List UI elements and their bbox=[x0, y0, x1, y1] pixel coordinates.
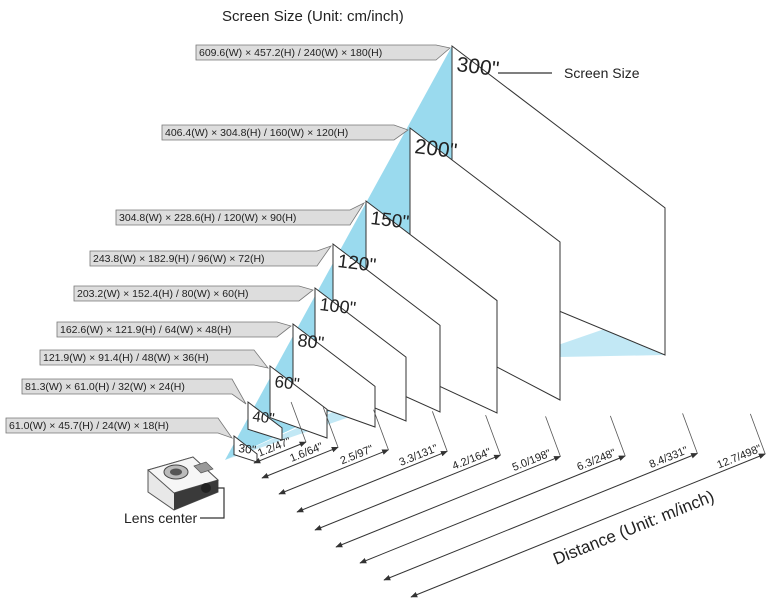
size-label-text: 609.6(W) × 457.2(H) / 240(W) × 180(H) bbox=[199, 47, 382, 59]
size-label-text: 121.9(W) × 91.4(H) / 48(W) × 36(H) bbox=[43, 352, 209, 364]
diagram-title: Screen Size (Unit: cm/inch) bbox=[222, 8, 404, 25]
screen-panel bbox=[269, 364, 328, 439]
screen-diagonal-label: 150" bbox=[369, 208, 410, 234]
size-label-text: 304.8(W) × 228.6(H) / 120(W) × 90(H) bbox=[119, 212, 296, 224]
size-label-tag bbox=[21, 378, 247, 405]
screen-2: 40" bbox=[247, 400, 283, 441]
size-label-tag bbox=[195, 44, 451, 61]
extension-tick bbox=[609, 415, 626, 457]
extension-tick bbox=[290, 401, 307, 443]
distance-label: 5.0/198" bbox=[511, 447, 553, 473]
screen-diagonal-label: 100" bbox=[319, 294, 358, 318]
size-label-tag bbox=[73, 285, 314, 302]
size-label-1: 61.0(W) × 45.7(H) / 24(W) × 18(H) bbox=[5, 417, 234, 439]
size-label-tag bbox=[5, 417, 234, 439]
screen-diagonal-label: 30" bbox=[238, 441, 257, 457]
screen-3: 60" bbox=[269, 364, 328, 439]
screen-size-callout: Screen Size bbox=[498, 65, 640, 81]
size-label-9: 609.6(W) × 457.2(H) / 240(W) × 180(H) bbox=[195, 44, 451, 61]
distance-label: 2.5/97" bbox=[339, 443, 376, 467]
size-label-text: 61.0(W) × 45.7(H) / 24(W) × 18(H) bbox=[9, 420, 169, 432]
distance-label: 1.6/64" bbox=[288, 441, 325, 465]
extension-tick bbox=[431, 411, 448, 452]
extension-tick bbox=[545, 416, 561, 457]
distance-label: 4.2/164" bbox=[451, 446, 493, 472]
size-label-text: 243.8(W) × 182.9(H) / 96(W) × 72(H) bbox=[93, 253, 265, 265]
extension-tick bbox=[682, 413, 698, 454]
size-label-5: 203.2(W) × 152.4(H) / 80(W) × 60(H) bbox=[73, 285, 314, 302]
size-label-3: 121.9(W) × 91.4(H) / 48(W) × 36(H) bbox=[39, 349, 269, 369]
distance-line-6: 5.0/198" bbox=[335, 447, 562, 548]
distance-arrow bbox=[410, 453, 766, 598]
extension-tick bbox=[485, 414, 501, 456]
size-label-6: 243.8(W) × 182.9(H) / 96(W) × 72(H) bbox=[89, 245, 333, 267]
extension-tick bbox=[749, 413, 766, 455]
screen-diagonal-label: 120" bbox=[336, 251, 377, 277]
size-label-7: 304.8(W) × 228.6(H) / 120(W) × 90(H) bbox=[115, 201, 366, 226]
size-label-text: 81.3(W) × 61.0(H) / 32(W) × 24(H) bbox=[25, 381, 185, 393]
distance-arrow bbox=[335, 455, 562, 548]
screen-panel bbox=[247, 400, 283, 441]
distance-label: 3.3/131" bbox=[397, 442, 439, 468]
size-label-4: 162.6(W) × 121.9(H) / 64(W) × 48(H) bbox=[56, 321, 292, 338]
extension-tick bbox=[373, 409, 389, 450]
distance-axis-label: Distance (Unit: m/inch) bbox=[550, 487, 717, 569]
screen-diagonal-label: 300" bbox=[455, 53, 500, 81]
screen-size-callout-text: Screen Size bbox=[564, 65, 640, 81]
size-labels-group: 61.0(W) × 45.7(H) / 24(W) × 18(H) 81.3(W)… bbox=[5, 44, 451, 439]
screens-group: 300" 200" 150" 120" 100" 80" 60" 40" 30" bbox=[233, 44, 666, 463]
distance-label: 8.4/331" bbox=[648, 445, 690, 471]
size-label-text: 162.6(W) × 121.9(H) / 64(W) × 48(H) bbox=[60, 324, 232, 336]
screen-diagonal-label: 40" bbox=[252, 408, 276, 428]
projector-icon bbox=[146, 456, 219, 511]
size-label-2: 81.3(W) × 61.0(H) / 32(W) × 24(H) bbox=[21, 378, 247, 405]
distance-label: 6.3/248" bbox=[575, 447, 617, 473]
size-label-tag bbox=[56, 321, 292, 338]
size-label-text: 203.2(W) × 152.4(H) / 80(W) × 60(H) bbox=[77, 288, 249, 300]
size-label-tag bbox=[89, 245, 333, 267]
screen-diagonal-label: 200" bbox=[413, 135, 458, 163]
screen-diagonal-label: 60" bbox=[274, 372, 301, 394]
size-label-tag bbox=[39, 349, 269, 369]
size-label-8: 406.4(W) × 304.8(H) / 160(W) × 120(H) bbox=[161, 124, 409, 141]
size-label-text: 406.4(W) × 304.8(H) / 160(W) × 120(H) bbox=[165, 127, 348, 139]
lens-center-label: Lens center bbox=[124, 487, 225, 526]
size-label-tag bbox=[161, 124, 409, 141]
lens-center-text: Lens center bbox=[124, 510, 197, 526]
size-label-tag bbox=[115, 201, 366, 226]
extension-tick bbox=[322, 407, 339, 448]
distance-arrow bbox=[296, 450, 448, 513]
screen-diagonal-label: 80" bbox=[297, 330, 326, 353]
